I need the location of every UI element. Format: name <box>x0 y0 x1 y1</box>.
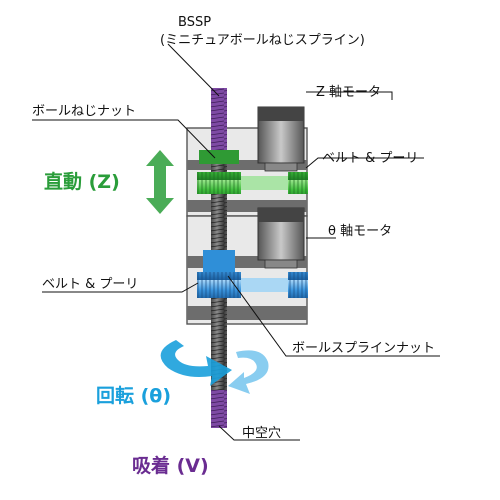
leader-belt-bottom <box>42 282 199 293</box>
label-z-motor: Z 軸モータ <box>316 85 381 100</box>
motion-suction-label: 吸着 (V) <box>132 454 209 477</box>
motion-rotation-label: 回転 (θ) <box>96 385 171 407</box>
label-belt-top: ベルト & プーリ <box>322 151 418 166</box>
belt-blue <box>241 278 295 292</box>
label-belt-bottom: ベルト & プーリ <box>42 277 138 292</box>
leader-bssp <box>167 43 220 97</box>
label-ball-screw-nut: ボールねじナット <box>32 104 136 119</box>
rotation-drive-assembly <box>197 250 308 298</box>
label-bssp-sub: (ミニチュアボールねじスプライン) <box>160 33 365 48</box>
motor-pulley-blue <box>288 272 308 298</box>
motion-linear-label: 直動 (Z) <box>44 170 120 193</box>
top-plate <box>187 160 307 170</box>
leader-belt-top <box>305 157 424 169</box>
ball-spline-nut-body <box>203 250 235 272</box>
ball-screw-nut-body <box>199 150 239 164</box>
leader-ball-screw-nut <box>32 119 216 159</box>
leader-lines <box>32 43 440 441</box>
theta-motor-body <box>257 207 305 269</box>
spline-pulley <box>197 272 241 298</box>
belt-green <box>241 176 295 190</box>
label-theta-motor: θ 軸モータ <box>328 224 392 239</box>
label-ball-spline-nut: ボールスプラインナット <box>292 341 435 356</box>
motor-pulley-green <box>288 172 308 194</box>
rotation-arrow <box>160 340 269 394</box>
linear-motion-arrow <box>146 150 174 214</box>
bottom-plate <box>187 306 307 320</box>
leader-hollow-hole <box>218 425 300 441</box>
shaft-bottom-purple <box>211 390 227 428</box>
screw-pulley <box>197 172 241 194</box>
shaft-top-purple <box>211 88 227 160</box>
label-hollow-hole: 中空穴 <box>242 426 281 441</box>
leader-ball-spline-nut <box>227 275 440 357</box>
linear-drive-assembly <box>197 150 308 194</box>
leader-z-motor <box>306 91 393 100</box>
z-motor-body <box>257 106 305 172</box>
label-bssp: BSSP <box>178 15 211 30</box>
